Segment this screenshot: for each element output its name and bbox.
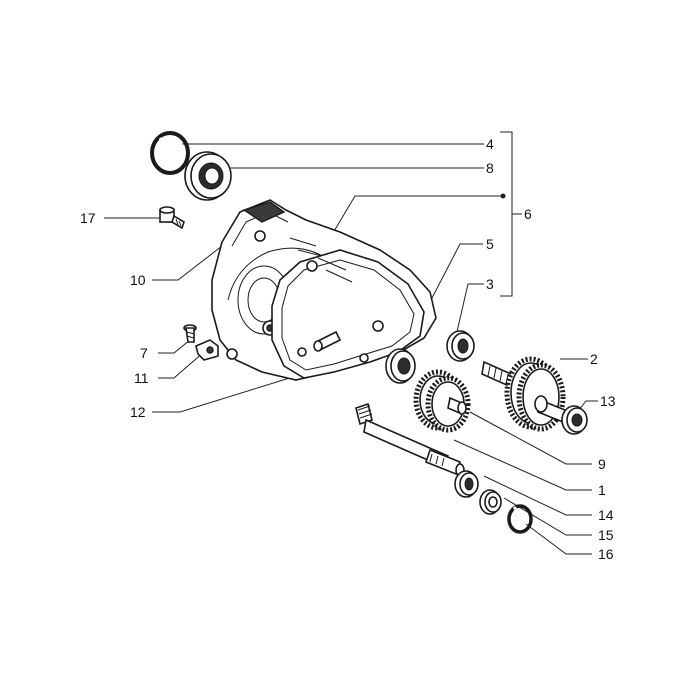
callout-17: 17: [80, 210, 96, 226]
part-13-bearing: [561, 405, 588, 435]
part-9-gear: [413, 369, 471, 433]
leader-7: [158, 339, 191, 354]
part-16-circlip: [507, 504, 533, 534]
callout-10: 10: [130, 272, 146, 288]
callout-15: 15: [598, 527, 614, 543]
part-3-bearing: [446, 330, 475, 362]
leader-lines: [104, 131, 598, 555]
callout-9: 9: [598, 456, 606, 472]
part-4-circlip: [150, 131, 190, 175]
callout-6: 6: [524, 206, 532, 222]
leader-10: [152, 245, 223, 281]
callout-4: 4: [486, 136, 494, 152]
leader-15: [503, 497, 592, 536]
callout-16: 16: [598, 546, 614, 562]
callout-8: 8: [486, 160, 494, 176]
callout-3: 3: [486, 276, 494, 292]
part-5-seal: [385, 348, 416, 384]
callout-2: 2: [590, 351, 598, 367]
part-7-screw: [183, 324, 197, 343]
part-14-bearing: [454, 470, 479, 498]
callout-5: 5: [486, 236, 494, 252]
callout-labels: 4 8 6 17 10 5 3 7 11 2 13 12 9 1 14 15 1…: [80, 136, 616, 562]
callout-7: 7: [140, 345, 148, 361]
leader-14: [483, 475, 592, 516]
callout-13: 13: [600, 393, 616, 409]
leader-12: [152, 375, 297, 413]
callout-12: 12: [130, 404, 146, 420]
leader-11: [158, 351, 205, 379]
leader-6-a: [329, 195, 503, 239]
bracket-6: [500, 131, 513, 297]
part-12-gasket: [271, 249, 425, 379]
part-11-clip: [195, 339, 219, 361]
leader-1: [453, 439, 592, 491]
callout-14: 14: [598, 507, 614, 523]
leader-9: [469, 411, 592, 465]
part-1-main-shaft: [355, 402, 465, 477]
callout-1: 1: [598, 482, 606, 498]
part-17-bolt: [159, 206, 185, 230]
part-15-seal: [479, 489, 502, 515]
housing-shaft-stub: [313, 330, 342, 352]
callout-11: 11: [134, 370, 149, 386]
part-2-gear-shaft: [481, 356, 571, 432]
leader-3: [455, 283, 484, 337]
leader-6-dot: [500, 193, 506, 199]
part-8-bearing: [184, 151, 232, 201]
leader-16: [525, 523, 592, 555]
